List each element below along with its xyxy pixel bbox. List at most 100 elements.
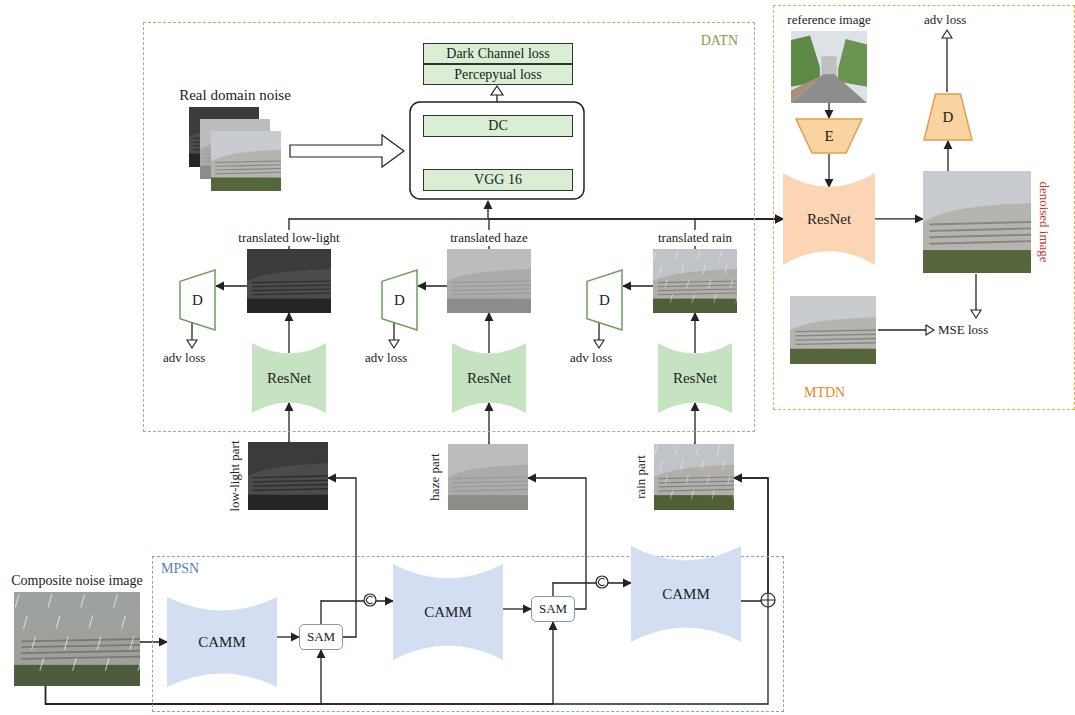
connector-arrow (288, 403, 289, 442)
concat-mark (367, 596, 373, 603)
discriminator-block: D (586, 269, 623, 331)
image-windows (658, 281, 737, 295)
image-building (248, 463, 328, 496)
image-rain (654, 251, 737, 303)
scene-image (654, 444, 734, 510)
process-box: Percepyual loss (423, 64, 573, 85)
connector-arrow (875, 218, 923, 219)
connector-arrow (503, 608, 531, 609)
image-windows (452, 281, 531, 295)
image-building (211, 150, 281, 179)
loss-label: adv loss (163, 350, 205, 366)
module-label: MPSN (161, 561, 199, 577)
node-label: Dark Channel loss (446, 46, 549, 61)
process-box: VGG 16 (423, 169, 573, 191)
node-label: VGG 16 (474, 172, 522, 187)
image-windows (252, 281, 331, 295)
leader-line (496, 95, 497, 102)
image-sky (791, 31, 867, 103)
image-building (790, 317, 876, 350)
image-road (791, 74, 867, 103)
connector-arrow (553, 582, 631, 596)
hollow-arrowhead (971, 310, 981, 318)
scene-image (448, 444, 528, 510)
node-label: Percepyual loss (454, 67, 541, 82)
image-ground (790, 349, 876, 364)
network-shape (783, 173, 875, 265)
connector-arrow (528, 478, 586, 609)
connector-arrow (289, 218, 783, 249)
connector-arrow (694, 313, 695, 353)
loss-label: adv loss (924, 12, 966, 28)
scene-image (211, 131, 281, 191)
image-sky (14, 592, 140, 686)
image-sky (653, 249, 737, 313)
loss-label: adv loss (570, 350, 612, 366)
attention-box: SAM (299, 624, 343, 650)
image-trees (838, 39, 867, 87)
image-sky (923, 171, 1031, 273)
hollow-arrowhead (491, 86, 503, 95)
connector-arrow (328, 478, 356, 637)
connector-arrow (694, 403, 695, 444)
node-label: CAMM (662, 586, 710, 603)
image-ground (447, 299, 531, 313)
scene-image (14, 592, 140, 686)
concat-symbol (364, 594, 376, 606)
image-building (247, 269, 331, 300)
connector-arrow (489, 218, 783, 249)
hollow-arrowhead (389, 340, 399, 348)
dashed-module-box: DATNReal domain noiseDark Channel lossPe… (143, 22, 755, 432)
image-sky (211, 131, 281, 191)
loss-label: adv loss (365, 350, 407, 366)
sum-mark (761, 593, 775, 607)
image-windows (215, 161, 281, 174)
attention-box: SAM (531, 596, 575, 622)
network-block: ResNet (452, 343, 526, 413)
image-caption: reference image (785, 12, 872, 28)
network-shape (167, 597, 277, 687)
connector-arrow (321, 600, 393, 624)
process-box: DC (423, 115, 573, 137)
image-panel: Real domain noise (189, 107, 281, 191)
image-ground (14, 665, 140, 686)
node-label: ResNet (807, 211, 851, 228)
connector-arrow (46, 478, 769, 704)
encoder-block: E (795, 118, 863, 154)
branch-arrow (487, 201, 488, 218)
image-windows (659, 477, 734, 491)
connector-arrow (140, 641, 167, 642)
trapezoid-shape (796, 119, 862, 153)
connector-arrow (418, 285, 447, 286)
leader-line (975, 274, 976, 310)
scene-image (247, 249, 331, 313)
concat-mark (599, 578, 605, 585)
network-shape (452, 343, 526, 413)
node-label: E (824, 128, 833, 145)
feature-extractor-frame (410, 102, 584, 199)
scene-image (923, 171, 1031, 273)
image-sidewalk (791, 74, 824, 103)
image-windows (22, 639, 140, 659)
connector-arrow (828, 103, 829, 118)
connector-arrow (488, 313, 489, 353)
image-caption: translated low-light (236, 230, 341, 246)
scene-image (447, 249, 531, 313)
image-sky (790, 296, 876, 364)
image-caption: Composite noise image (9, 572, 144, 589)
image-rain (15, 594, 140, 670)
image-sky (248, 442, 328, 510)
dashed-module-box: MTDNreference imageEResNetDdenoised imag… (773, 5, 1075, 410)
image-windows (453, 477, 528, 491)
trapezoid-shape (180, 270, 215, 330)
image-ground (248, 495, 328, 510)
image-panel: reference image (791, 31, 867, 103)
image-panel: translated haze (447, 249, 531, 313)
image-panel: haze part (448, 444, 528, 510)
image-ground (211, 178, 281, 192)
image-building (821, 56, 836, 76)
image-ground (653, 299, 737, 313)
network-block: ResNet (252, 343, 326, 413)
node-label: CAMM (198, 634, 246, 651)
image-panel: denoised image (923, 171, 1031, 273)
